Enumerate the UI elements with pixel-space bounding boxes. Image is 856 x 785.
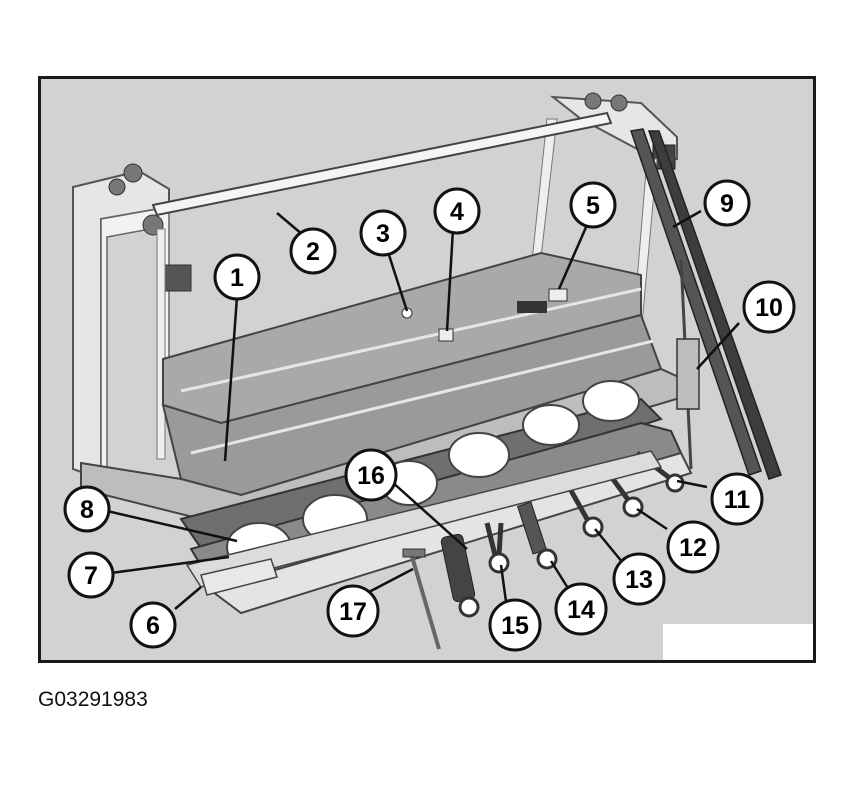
svg-text:14: 14 <box>567 596 595 624</box>
callout-7: 7 <box>67 551 115 599</box>
svg-text:9: 9 <box>720 190 734 218</box>
small-tools <box>402 451 685 650</box>
svg-text:12: 12 <box>679 534 707 562</box>
svg-text:2: 2 <box>306 238 320 266</box>
callout-14: 14 <box>554 582 608 636</box>
leader-lines <box>106 209 740 610</box>
svg-text:5: 5 <box>586 192 600 220</box>
callout-15: 15 <box>488 598 542 652</box>
svg-text:7: 7 <box>84 562 98 590</box>
svg-text:11: 11 <box>724 486 751 514</box>
callout-3: 3 <box>359 209 407 257</box>
callout-9: 9 <box>703 179 751 227</box>
svg-text:15: 15 <box>501 612 529 640</box>
callout-11: 11 <box>710 472 764 526</box>
callout-4: 4 <box>433 187 481 235</box>
callout-10: 10 <box>742 280 796 334</box>
callout-2: 2 <box>289 227 337 275</box>
svg-text:17: 17 <box>339 598 367 626</box>
svg-text:13: 13 <box>625 566 653 594</box>
svg-text:8: 8 <box>80 496 94 524</box>
svg-text:4: 4 <box>450 198 464 226</box>
callout-5: 5 <box>569 181 617 229</box>
callout-13: 13 <box>612 552 666 606</box>
hanging-hook-tool <box>630 128 782 480</box>
illustration-drawing: 1 2 3 4 5 9 10 11 12 13 14 15 16 17 8 7 … <box>63 92 813 660</box>
callout-17: 17 <box>326 584 380 638</box>
cylinder-puller-tool <box>676 258 700 470</box>
svg-text:16: 16 <box>357 462 385 490</box>
callout-6: 6 <box>129 601 177 649</box>
svg-text:10: 10 <box>755 294 783 322</box>
callout-8: 8 <box>63 485 111 533</box>
figure-id-label: G03291983 <box>38 688 148 711</box>
svg-text:3: 3 <box>376 220 390 248</box>
blank-corner <box>663 624 813 660</box>
callout-16: 16 <box>344 448 398 502</box>
svg-text:1: 1 <box>230 264 244 292</box>
svg-text:6: 6 <box>146 612 160 640</box>
tool-kit-illustration: 1 2 3 4 5 9 10 11 12 13 14 15 16 17 8 7 … <box>38 76 816 663</box>
base-rail <box>185 450 663 596</box>
callout-1: 1 <box>213 253 261 301</box>
callout-12: 12 <box>666 520 720 574</box>
